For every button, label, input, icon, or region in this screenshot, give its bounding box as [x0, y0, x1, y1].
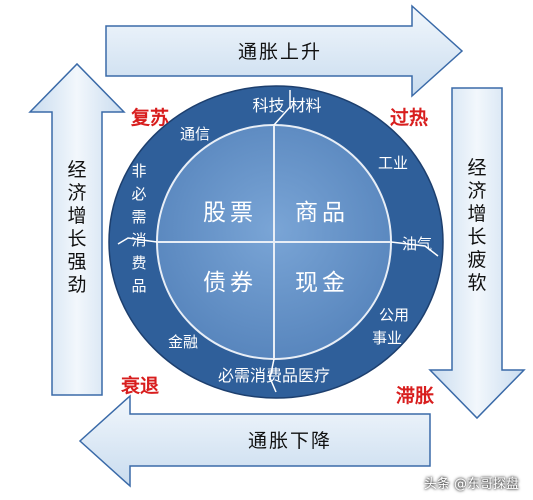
sector-utilities-line2: 事业 [372, 329, 402, 347]
ring-divider-top [273, 90, 291, 126]
strong-growth-label: 经济增长强劲 [67, 159, 86, 296]
ring-divider-bottom [269, 358, 277, 393]
sector-industrial: 工业 [378, 154, 408, 172]
phase-stagflation: 滞胀 [396, 385, 434, 407]
inflation-falling-label: 通胀下降 [248, 430, 332, 452]
asset-stocks: 股票 [203, 200, 257, 226]
sector-finance: 金融 [168, 333, 198, 351]
sector-non-essential-consumer: 非必需消费品 [131, 162, 146, 295]
ring-divider-left [117, 237, 158, 245]
asset-bonds: 债券 [203, 270, 257, 296]
phase-recovery: 复苏 [130, 106, 169, 129]
weak-growth-label: 经济增长疲软 [467, 157, 486, 294]
top-arrow [105, 4, 464, 98]
bottom-arrow [78, 394, 431, 488]
asset-cash: 现金 [295, 270, 349, 296]
sector-utilities-line1: 公用 [379, 306, 409, 324]
right-arrow [428, 87, 526, 420]
asset-commodities: 商品 [295, 200, 349, 226]
phase-overheat: 过热 [390, 106, 428, 129]
watermark: 头条 @东哥探盘 [423, 477, 519, 492]
phase-recession: 衰退 [120, 374, 159, 397]
sector-telecom: 通信 [180, 125, 210, 143]
sector-essential-consumer-medical: 必需消费品医疗 [218, 366, 330, 385]
inflation-rising-label: 通胀上升 [238, 41, 322, 63]
sector-tech-materials: 科技 材料 [252, 96, 321, 115]
ring-divider-right [390, 241, 439, 257]
left-arrow [28, 62, 126, 396]
sector-oil-gas: 油气 [402, 235, 432, 253]
